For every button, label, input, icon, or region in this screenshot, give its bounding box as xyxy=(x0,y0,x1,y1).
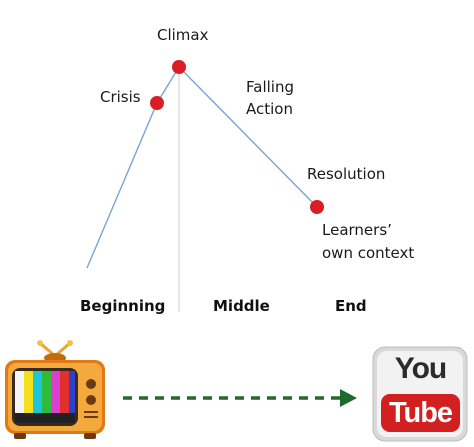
section-middle: Middle xyxy=(213,297,270,315)
youtube-logo xyxy=(372,346,468,442)
falling-action-label-line1: Falling xyxy=(246,78,294,96)
youtube-logo-you: You xyxy=(394,352,447,385)
section-end: End xyxy=(335,297,367,315)
resolution-marker xyxy=(310,200,324,214)
learners-context-label-line1: Learners’ xyxy=(322,221,392,239)
youtube-logo-tube: Tube xyxy=(388,397,453,429)
crisis-marker xyxy=(150,96,164,110)
transition-arrow xyxy=(123,389,357,407)
climax-label: Climax xyxy=(157,26,209,44)
crisis-label: Crisis xyxy=(100,88,141,106)
plot-line xyxy=(86,65,318,269)
climax-marker xyxy=(172,60,186,74)
television-icon xyxy=(5,340,105,439)
falling-action-label-line2: Action xyxy=(246,100,293,118)
resolution-label: Resolution xyxy=(307,165,386,183)
learners-context-label-line2: own context xyxy=(322,244,415,262)
section-beginning: Beginning xyxy=(80,297,166,315)
